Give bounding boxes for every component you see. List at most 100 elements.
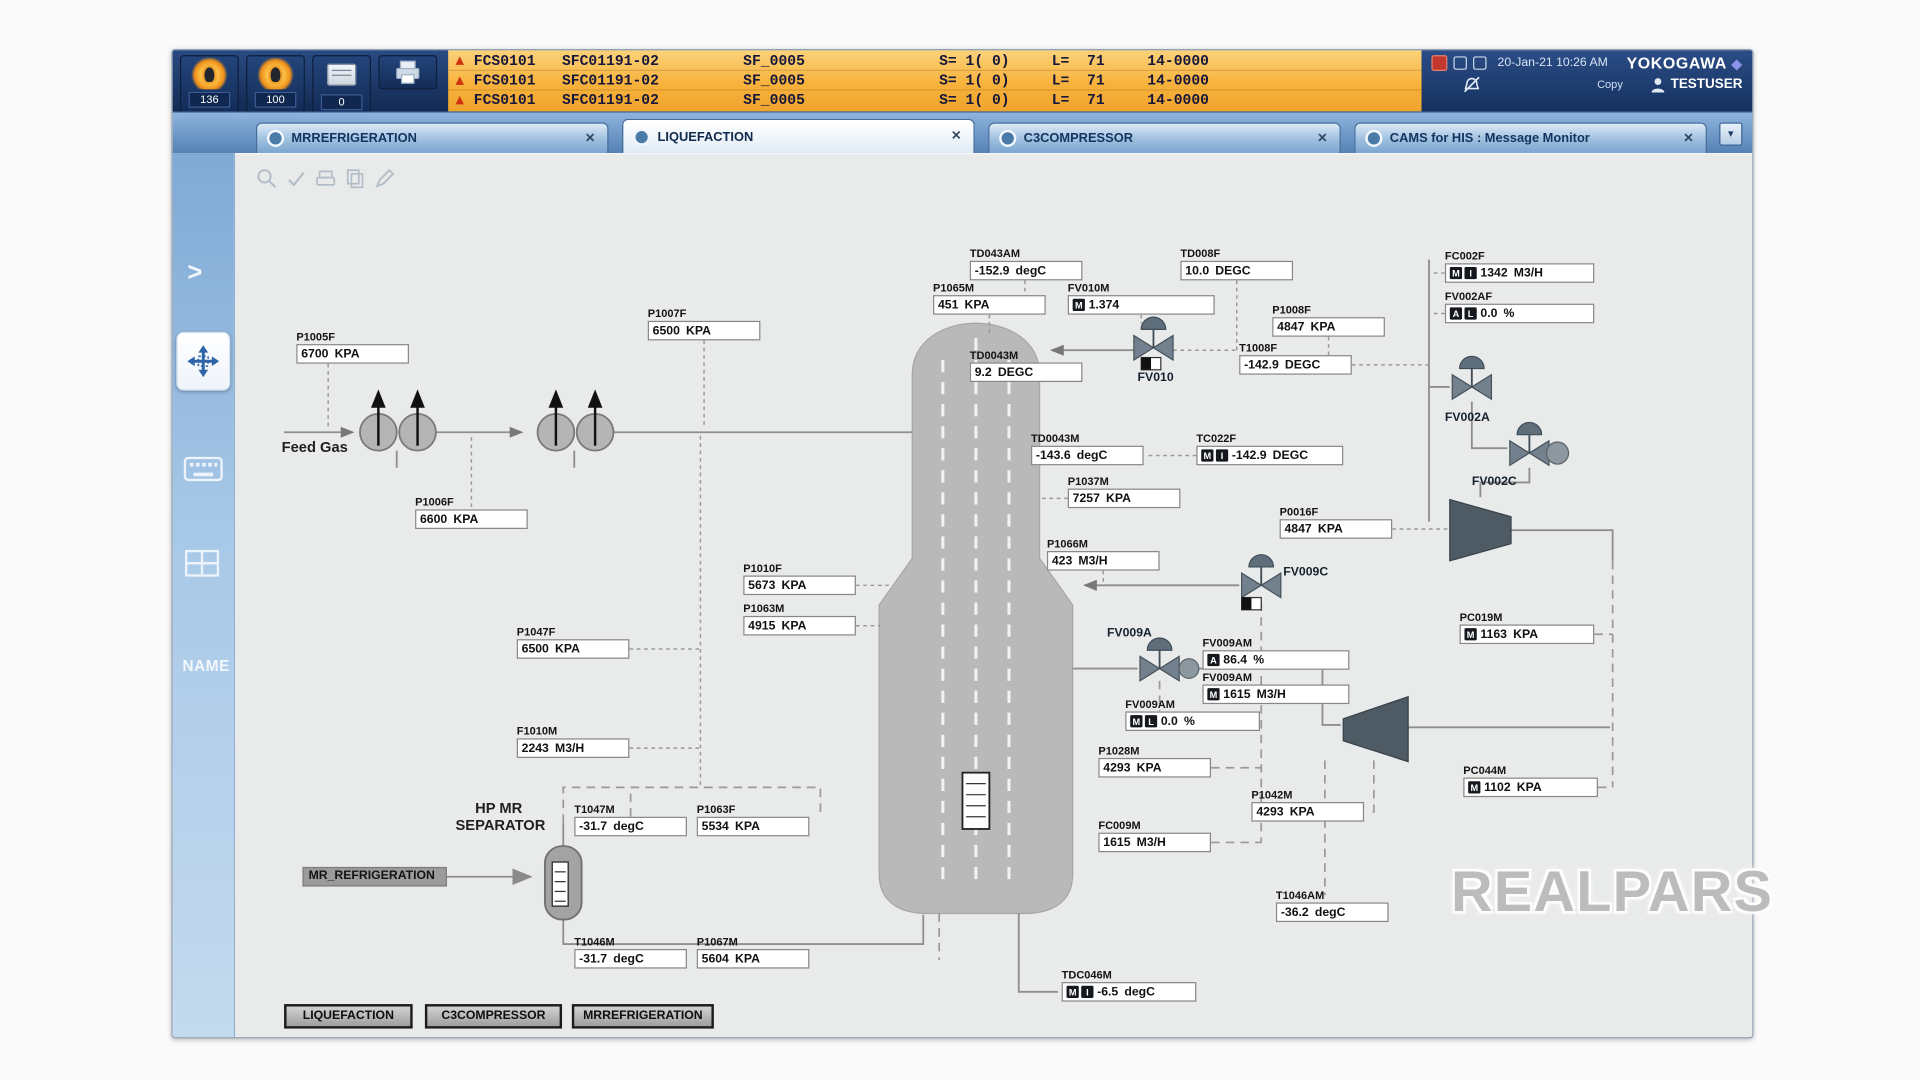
tab-liquefaction[interactable]: LIQUEFACTION ✕ [622,118,975,154]
tab-c3compressor[interactable]: C3COMPRESSOR ✕ [988,122,1341,154]
tag-t1008f[interactable]: T1008F -142.9 DEGC [1239,342,1352,375]
pin-icon[interactable] [1473,56,1487,70]
tag-t1046m[interactable]: T1046M -31.7 degC [574,936,687,969]
tag-fv010m[interactable]: FV010M M 1.374 [1067,281,1215,315]
tag-p1007f[interactable]: P1007F 6500 KPA [647,307,761,341]
tab-close-icon[interactable]: ✕ [1683,131,1694,146]
tag-fv009am[interactable]: FV009AM M 1615 M3/H [1202,671,1350,705]
tab-list-dropdown[interactable]: ▾ [1719,122,1743,146]
tag-pc044m[interactable]: PC044M M 1102 KPA [1463,764,1598,798]
tag-t1046am[interactable]: T1046AM -36.2 degC [1275,888,1389,923]
alarm-row[interactable]: ▲ FCS0101 SFC01191-02 SF_0005 S= 1( 0) L… [448,91,1421,109]
tag-td0043m[interactable]: TD0043M 9.2 DEGC [969,349,1083,383]
alarm-row[interactable]: ▲ FCS0101 SFC01191-02 SF_0005 S= 1( 0) L… [448,71,1422,91]
tag-p1047f[interactable]: P1047F 6500 KPA [516,626,630,659]
tag-p1006f[interactable]: P1006F 6600 KPA [415,496,528,529]
alarm-lamp-button[interactable]: 100 [246,55,305,113]
copy-button[interactable]: Copy [1597,78,1623,91]
tag-td0043m[interactable]: TD0043M -143.6 degC [1031,432,1144,466]
tag-td043am[interactable]: TD043AM -152.9 degC [969,247,1083,281]
user-button[interactable]: TESTUSER [1651,77,1742,93]
valve-fv010[interactable] [1133,316,1174,371]
tag-t1047m[interactable]: T1047M -31.7 degC [574,803,687,837]
tag-value: 86.4 [1223,653,1248,667]
tag-pc019m[interactable]: PC019M M 1163 KPA [1459,611,1595,645]
print-icon[interactable] [313,167,337,198]
alarm-lamp-icon [257,57,294,90]
tag-td008f[interactable]: TD008F 10.0 DEGC [1180,247,1294,281]
tag-value: 1615 [1223,687,1251,702]
tag-unit: M3/H [1513,266,1544,280]
tag-value-box: 5604 KPA [696,948,810,969]
keyboard-button[interactable] [183,456,223,488]
hp-mr-separator[interactable] [543,845,583,921]
window-icon[interactable] [1453,56,1467,70]
tag-p1065m[interactable]: P1065M 451 KPA [933,282,1046,315]
valve-fv002c[interactable] [1509,421,1570,467]
zoom-icon[interactable] [255,167,279,198]
tag-unit: % [1503,306,1515,321]
tag-p1066m[interactable]: P1066M 423 M3/H [1046,538,1160,571]
fin-fan-coolers[interactable] [359,389,615,452]
expand-arrow-icon[interactable]: > [187,258,203,287]
mode-badge-m: M [1066,985,1079,998]
brand-diamond-icon: ◆ [1731,57,1743,73]
tab-mrrefrigeration[interactable]: MRREFRIGERATION ✕ [255,122,609,154]
label-fv010: FV010 [1137,371,1174,385]
mode-badges: A [1207,653,1220,667]
tag-fv009am[interactable]: FV009AM A 86.4 % [1202,637,1350,670]
tag-fc009m[interactable]: FC009M 1615 M3/H [1098,819,1212,853]
mr-refrigeration-link[interactable]: MR_REFRIGERATION [302,866,447,887]
name-tool-button[interactable]: NAME [182,657,230,675]
valve-fv002a[interactable] [1451,355,1493,401]
pan-tool-button[interactable] [176,331,231,391]
tag-value-box: M 1.374 [1067,295,1215,315]
tag-p1005f[interactable]: P1005F 6700 KPA [296,331,409,364]
tag-p1063f[interactable]: P1063F 5534 KPA [696,803,810,837]
mode-badge-m: M [1072,298,1085,312]
tag-p1037m[interactable]: P1037M 7257 KPA [1067,475,1181,509]
tag-p1067m[interactable]: P1067M 5604 KPA [696,936,810,969]
window-body: > [172,153,1753,1038]
system-alarm-icon[interactable] [1431,55,1448,72]
tag-p1008f[interactable]: P1008F 4847 KPA [1272,304,1385,337]
tab-close-icon[interactable]: ✕ [584,131,596,146]
alarm-mute-icon[interactable] [1463,76,1480,93]
alarm-lamp-button[interactable]: 136 [179,55,239,113]
valve-fv009a[interactable] [1139,637,1200,682]
edit-pen-icon[interactable] [372,167,396,198]
confirm-icon[interactable] [284,167,308,198]
grid-icon [184,549,220,577]
tab-close-icon[interactable]: ✕ [950,129,962,144]
alarm-row[interactable]: ▲ FCS0101 SFC01191-02 SF_0005 S= 1( 0) L… [448,51,1422,72]
tag-p1028m[interactable]: P1028M 4293 KPA [1098,744,1212,778]
nav-c3compressor[interactable]: C3COMPRESSOR [424,1004,563,1029]
valve-fv009c[interactable] [1241,554,1282,611]
tag-name: FV010M [1067,281,1110,294]
tag-f1010m[interactable]: F1010M 2243 M3/H [516,725,630,758]
print-button[interactable] [378,55,438,90]
tag-p1010f[interactable]: P1010F 5673 KPA [743,562,856,596]
tag-p1063m[interactable]: P1063M 4915 KPA [743,602,856,636]
message-button[interactable]: 0 [312,55,372,113]
window-layout-button[interactable] [184,549,220,583]
turbine-expander[interactable] [1342,695,1409,763]
copy-page-icon[interactable] [343,167,367,198]
column-level-gauge[interactable] [961,771,991,830]
nav-mrrefrigeration[interactable]: MRREFRIGERATION [571,1004,714,1029]
distillation-column[interactable] [878,322,1074,915]
compressor-fv002c[interactable] [1449,498,1512,562]
tag-name: T1046AM [1275,888,1325,902]
tab-close-icon[interactable]: ✕ [1317,131,1328,146]
label-layer: Feed Gas HP MR SEPARATOR FV010 FV002A FV… [235,154,1752,1037]
tag-p0016f[interactable]: P0016F 4847 KPA [1279,506,1393,539]
tag-p1042m[interactable]: P1042M 4293 KPA [1251,789,1365,822]
nav-liquefaction[interactable]: LIQUEFACTION [284,1004,413,1029]
tab-cams-for-his-message-monitor[interactable]: CAMS for HIS : Message Monitor ✕ [1354,122,1707,154]
